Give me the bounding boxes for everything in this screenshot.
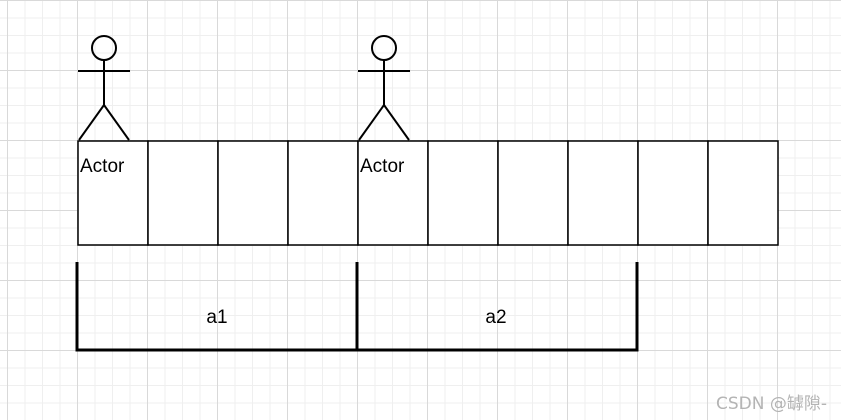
actor-2-label: Actor xyxy=(360,156,405,177)
cell-row xyxy=(77,140,779,246)
csdn-watermark: CSDN @罅隙- xyxy=(715,394,827,414)
cell-7[interactable] xyxy=(497,140,569,246)
cell-3[interactable] xyxy=(217,140,289,246)
cell-1[interactable] xyxy=(77,140,149,246)
cell-6[interactable] xyxy=(427,140,499,246)
actor-1-label: Actor xyxy=(80,156,125,177)
cell-4[interactable] xyxy=(287,140,359,246)
cell-5[interactable] xyxy=(357,140,429,246)
range-bracket-a2[interactable] xyxy=(357,262,639,352)
actor-1-figure[interactable] xyxy=(78,35,130,141)
range-label-a1: a1 xyxy=(206,307,227,328)
cell-2[interactable] xyxy=(147,140,219,246)
range-bracket-a1[interactable] xyxy=(75,262,359,352)
range-label-a2: a2 xyxy=(485,307,506,328)
cell-8[interactable] xyxy=(567,140,639,246)
cell-9[interactable] xyxy=(637,140,709,246)
actor-2-figure[interactable] xyxy=(358,35,410,141)
cell-10[interactable] xyxy=(707,140,779,246)
